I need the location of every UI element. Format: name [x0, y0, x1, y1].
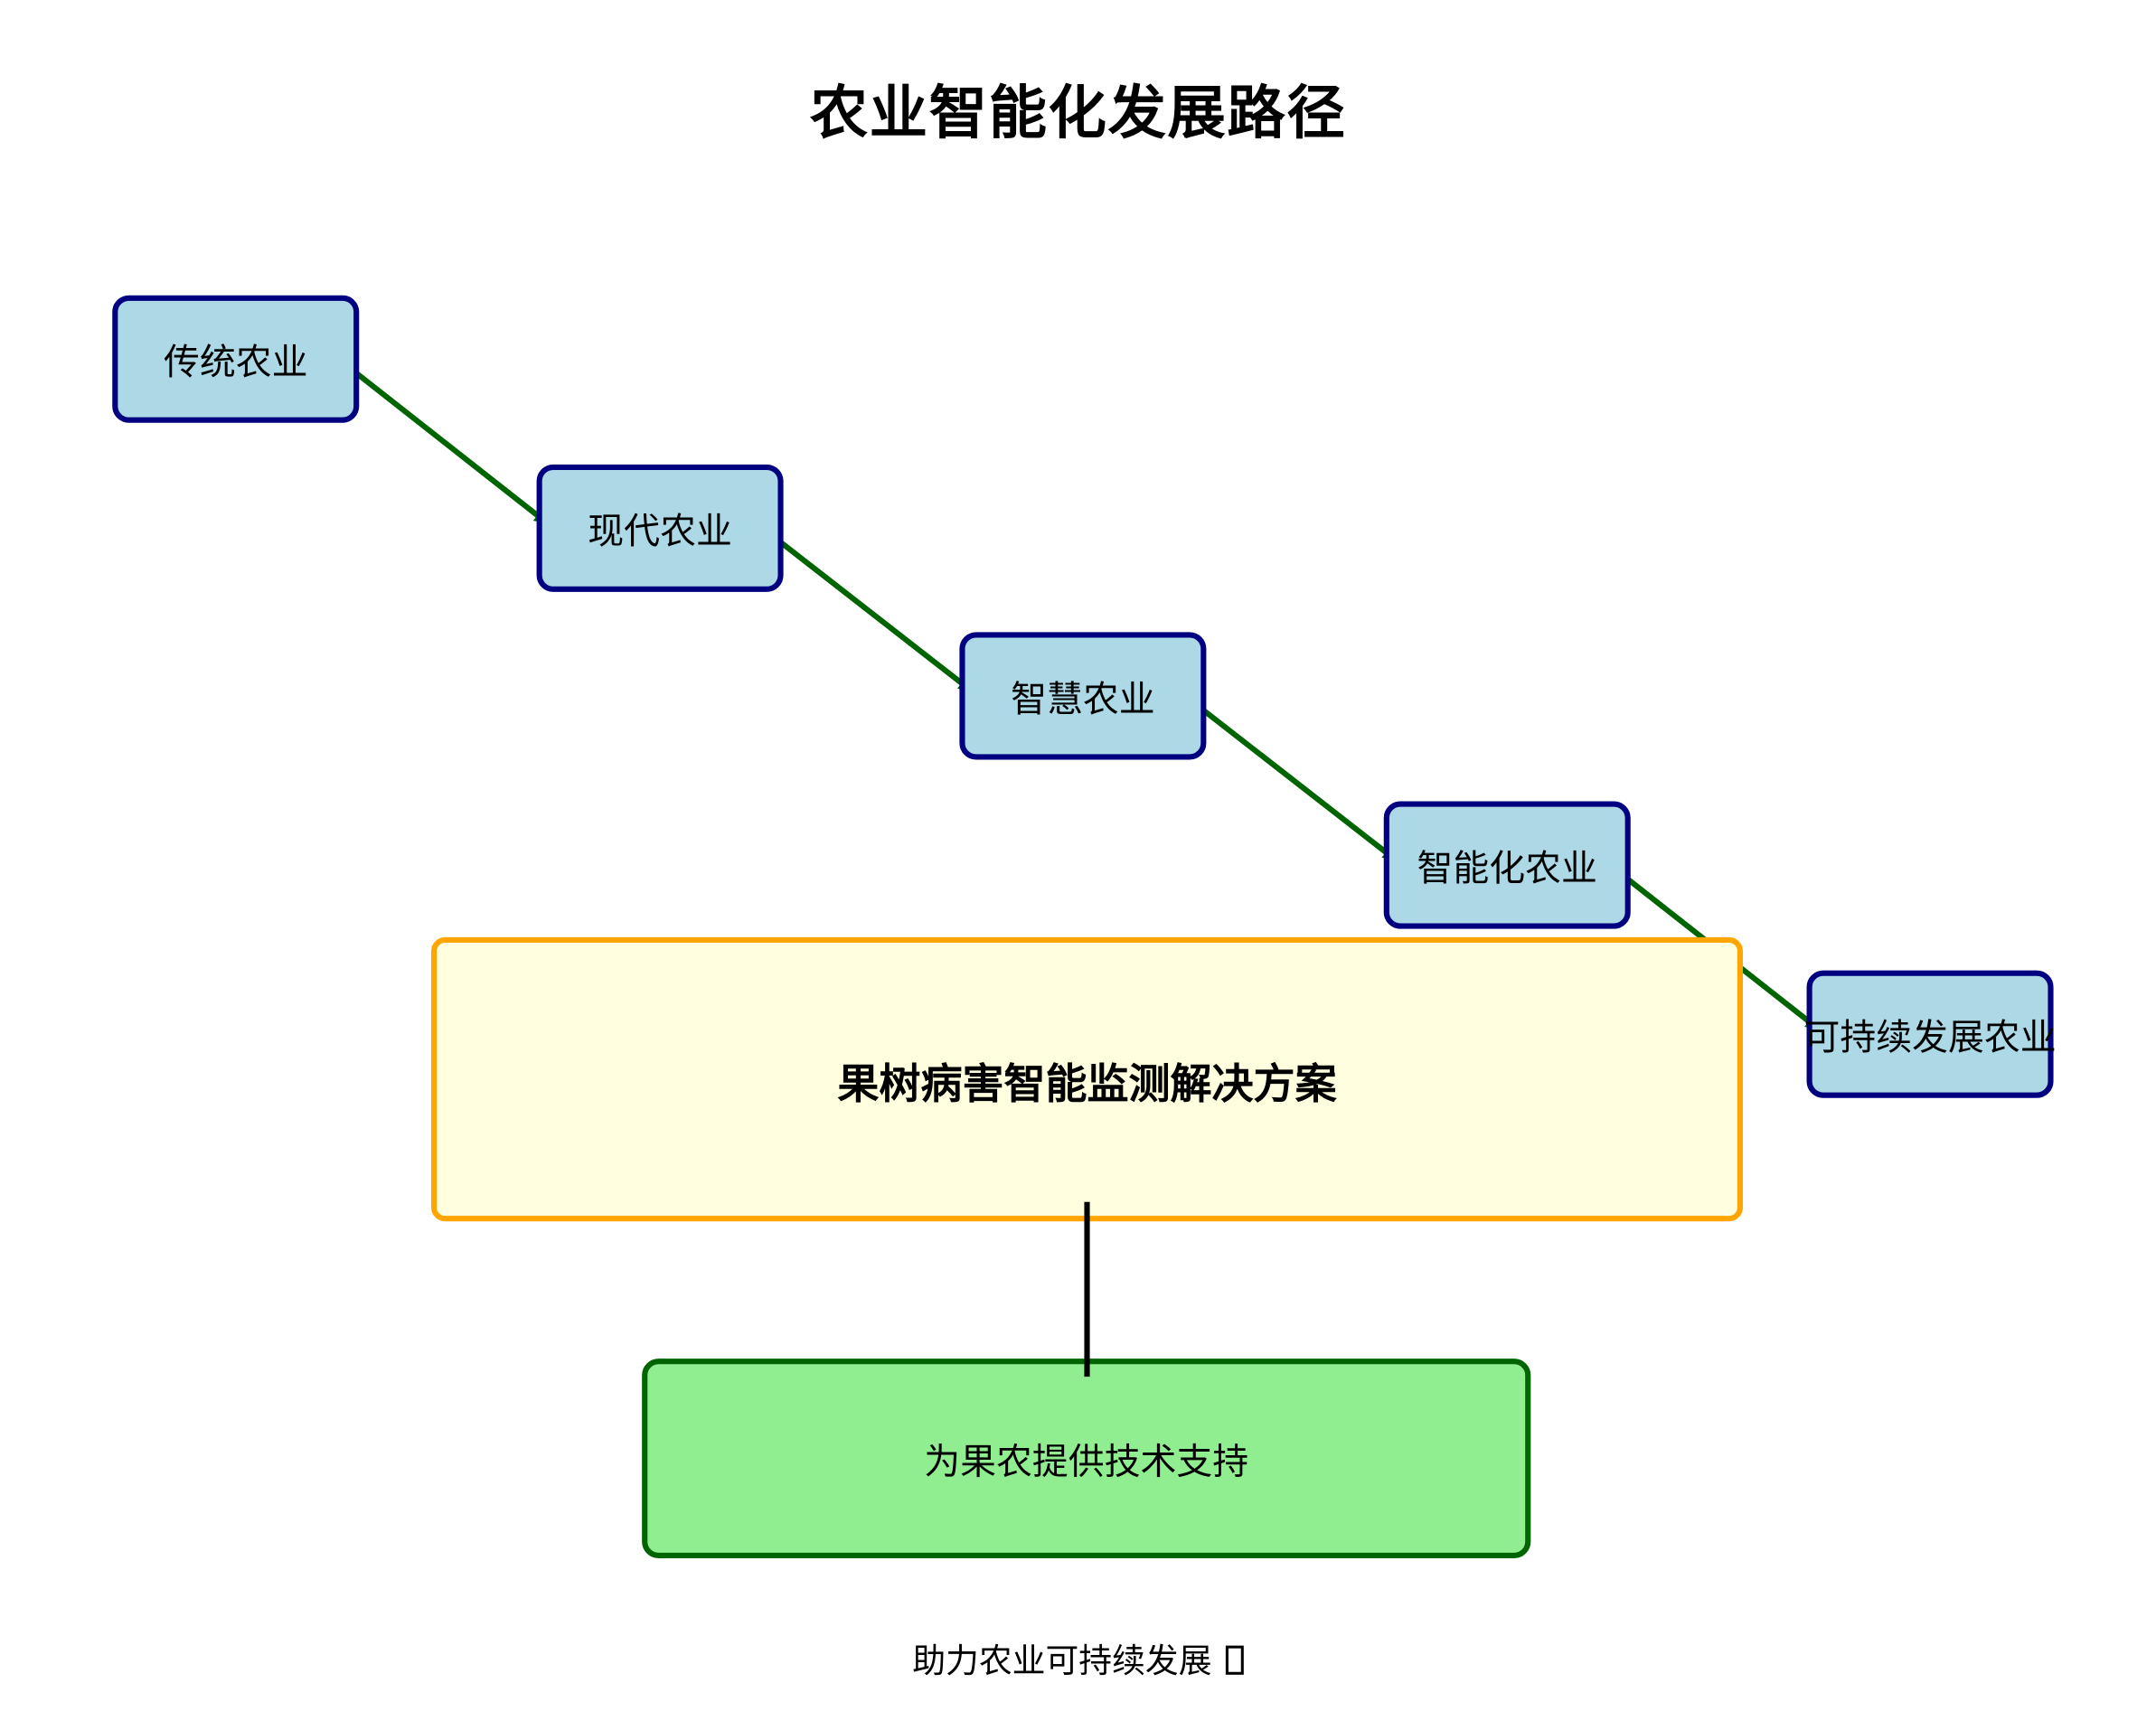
step-label: 传统农业: [163, 342, 308, 384]
solution-label: 果树病害智能监测解决方案: [837, 1059, 1337, 1109]
support-box: 为果农提供技术支持: [642, 1359, 1531, 1558]
footer-note: 助力农业可持续发展: [0, 1633, 2156, 1682]
step-label: 智慧农业: [1011, 678, 1155, 720]
step-intelligent-agriculture: 智能化农业: [1383, 801, 1631, 929]
arrow-traditional-to-modern: [349, 366, 549, 524]
step-label: 智能化农业: [1417, 847, 1597, 889]
step-label: 可持续发展农业: [1803, 1017, 2057, 1059]
arrow-modern-to-smart: [773, 535, 973, 692]
step-smart-agriculture: 智慧农业: [959, 632, 1207, 760]
step-traditional-agriculture: 传统农业: [112, 295, 360, 423]
step-label: 现代农业: [588, 511, 732, 553]
step-sustainable-agriculture: 可持续发展农业: [1803, 970, 2057, 1098]
solution-box: 果树病害智能监测解决方案: [431, 936, 1743, 1222]
footer-text: 助力农业可持续发展: [912, 1641, 1212, 1680]
missing-glyph-icon: [1225, 1645, 1244, 1675]
arrow-smart-to-intelligent: [1197, 704, 1398, 861]
support-label: 为果农提供技术支持: [924, 1441, 1249, 1483]
step-modern-agriculture: 现代农业: [536, 464, 784, 592]
diagram-title: 农业智能化发展路径: [809, 79, 1347, 147]
